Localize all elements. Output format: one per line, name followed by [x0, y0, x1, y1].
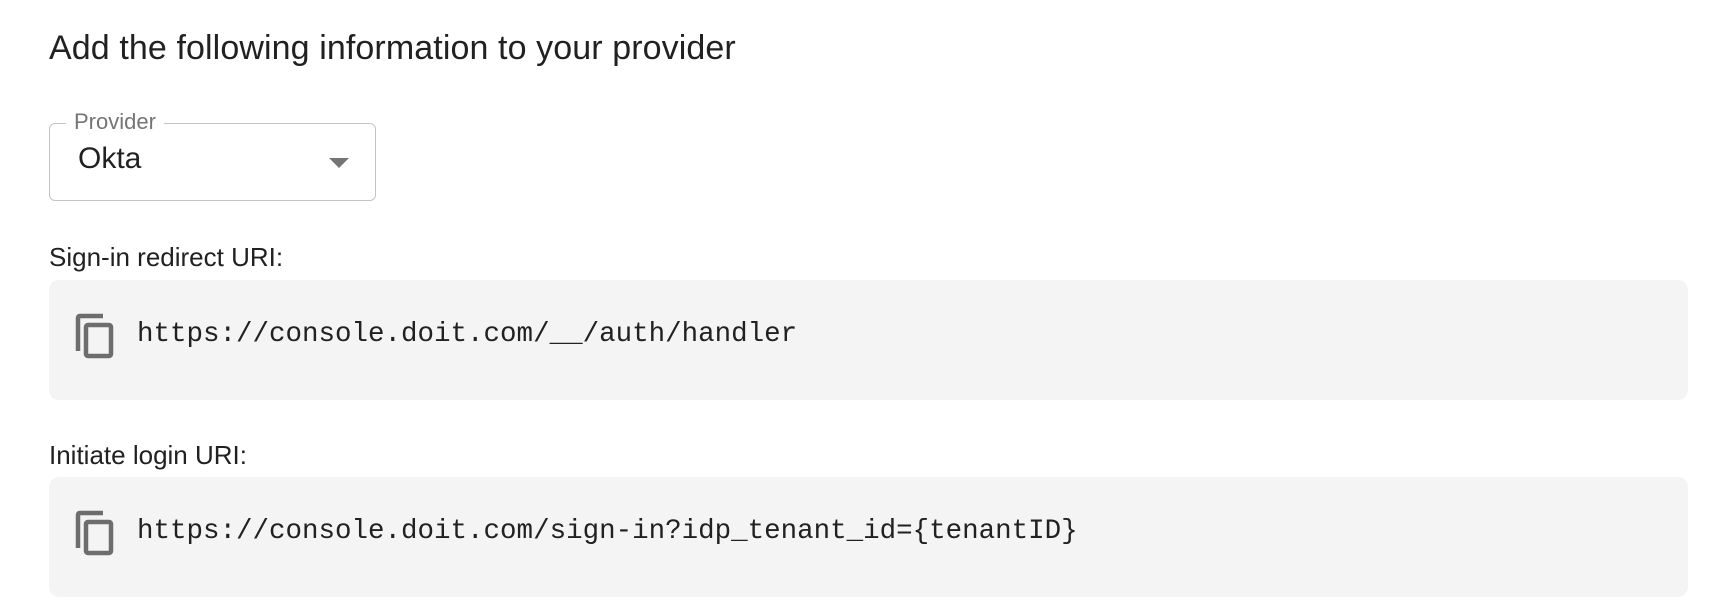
provider-select-label: Provider	[66, 109, 164, 135]
initiate-login-uri-value[interactable]: https://console.doit.com/sign-in?idp_ten…	[137, 516, 1078, 547]
provider-select-value: Okta	[78, 142, 142, 175]
caret-down-icon	[329, 158, 349, 168]
copy-icon[interactable]	[75, 510, 115, 556]
sign-in-redirect-uri-value[interactable]: https://console.doit.com/__/auth/handler	[137, 319, 798, 350]
initiate-login-uri-box: https://console.doit.com/sign-in?idp_ten…	[49, 477, 1688, 597]
initiate-login-uri-label: Initiate login URI:	[49, 440, 247, 470]
page-title: Add the following information to your pr…	[49, 29, 736, 67]
provider-select[interactable]: Provider Okta	[49, 109, 376, 201]
copy-icon[interactable]	[75, 313, 115, 359]
sign-in-redirect-uri-box: https://console.doit.com/__/auth/handler	[49, 280, 1688, 400]
sign-in-redirect-uri-label: Sign-in redirect URI:	[49, 242, 284, 272]
